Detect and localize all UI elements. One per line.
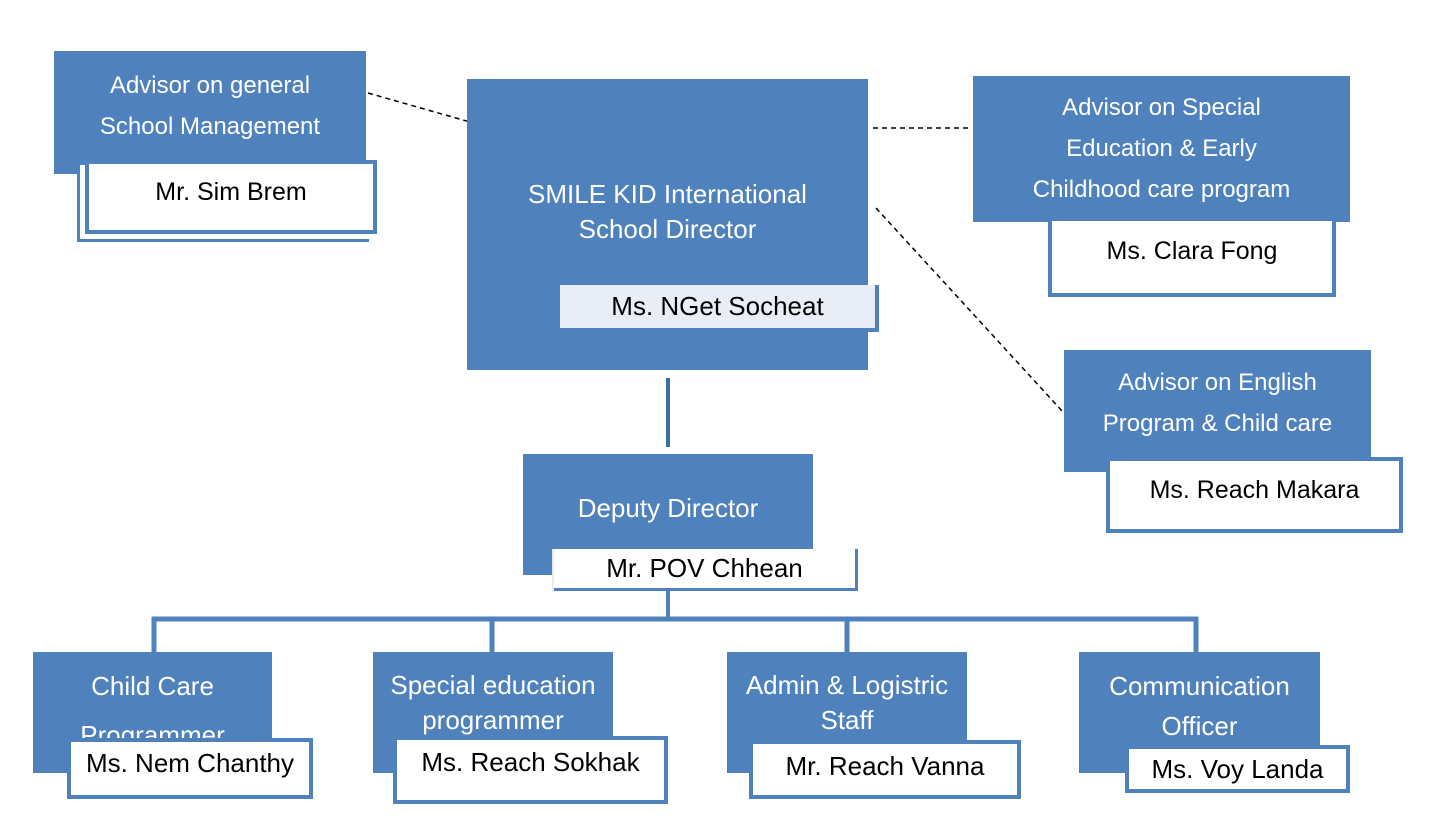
staff-name-box-2: Ms. Reach Sokhak	[393, 736, 668, 804]
advisor-english-name-box: Ms. Reach Makara	[1106, 457, 1403, 533]
director-title: SMILE KID International School Director	[528, 179, 807, 244]
director-name-box: Ms. NGet Socheat	[560, 285, 879, 332]
staff-name-2: Ms. Reach Sokhak	[421, 746, 640, 777]
advisor-special-title: Advisor on Special Education & Early Chi…	[1032, 94, 1291, 203]
deputy-title: Deputy Director	[577, 493, 759, 523]
staff-name-box-4: Ms. Voy Landa	[1125, 745, 1350, 793]
staff-title-2: Special education programmer	[390, 670, 596, 735]
advisor-general-name-box: Mr. Sim Brem	[85, 160, 377, 234]
deputy-name: Mr. POV Chhean	[606, 553, 803, 583]
director-name: Ms. NGet Socheat	[611, 291, 824, 321]
advisor-english-box: Advisor on English Program & Child care	[1064, 350, 1371, 472]
staff-name-3: Mr. Reach Vanna	[785, 751, 985, 781]
staff-name-4: Ms. Voy Landa	[1151, 753, 1324, 784]
advisor-english-title: Advisor on English Program & Child care	[1102, 369, 1333, 437]
staff-name-box-1: Ms. Nem Chanthy	[67, 738, 313, 799]
staff-name-1: Ms. Nem Chanthy	[85, 748, 295, 778]
advisor-english-name: Ms. Reach Makara	[1149, 475, 1360, 504]
dashed-link-general	[367, 92, 471, 123]
deputy-name-box: Mr. POV Chhean	[554, 549, 858, 591]
advisor-general-name: Mr. Sim Brem	[155, 177, 307, 206]
staff-title-4: Communication Officer	[1109, 671, 1290, 741]
staff-title-3: Admin & Logistric Staff	[745, 670, 949, 735]
advisor-special-box: Advisor on Special Education & Early Chi…	[973, 76, 1350, 222]
advisor-special-name-box: Ms. Clara Fong	[1048, 221, 1336, 297]
dashed-link-english	[875, 207, 1064, 413]
advisor-general-title: Advisor on general School Management	[99, 72, 321, 140]
staff-name-box-3: Mr. Reach Vanna	[749, 740, 1021, 799]
advisor-general-box: Advisor on general School Management	[54, 51, 366, 174]
advisor-special-name: Ms. Clara Fong	[1106, 236, 1278, 265]
